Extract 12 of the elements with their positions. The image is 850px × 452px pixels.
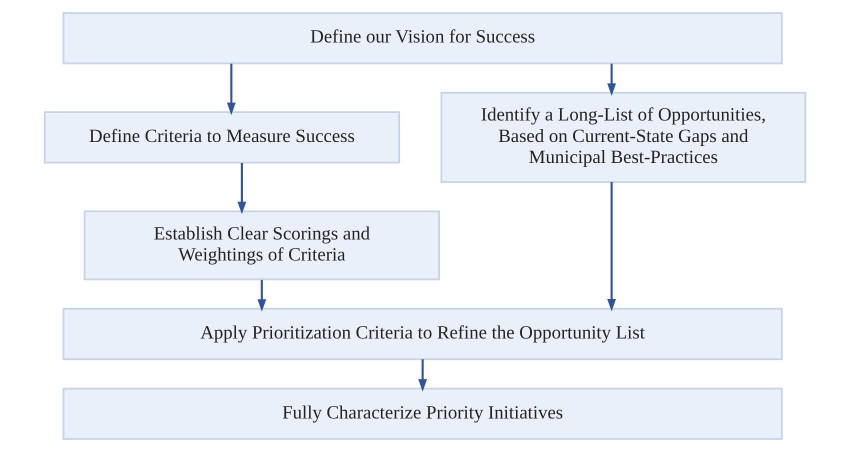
node-box: Fully Characterize Priority Initiatives	[62, 388, 783, 440]
arrow	[257, 280, 266, 312]
arrow	[418, 359, 428, 392]
node-box: Apply Prioritization Criteria to Refine the Opportunity List	[62, 308, 783, 360]
node-box: Define our Vision for Success	[62, 12, 783, 64]
arrow	[226, 64, 236, 116]
node-box: Establish Clear Scorings and Weightings of Criteria	[84, 210, 440, 280]
node-box: Define Criteria to Measure Success	[44, 111, 400, 164]
arrow	[607, 64, 616, 96]
arrow	[238, 162, 246, 214]
node-box: Identify a Long-List of Opportunities, Based on Current-State Gaps and Municipal Best-Practices	[440, 92, 806, 183]
arrow	[607, 182, 616, 312]
